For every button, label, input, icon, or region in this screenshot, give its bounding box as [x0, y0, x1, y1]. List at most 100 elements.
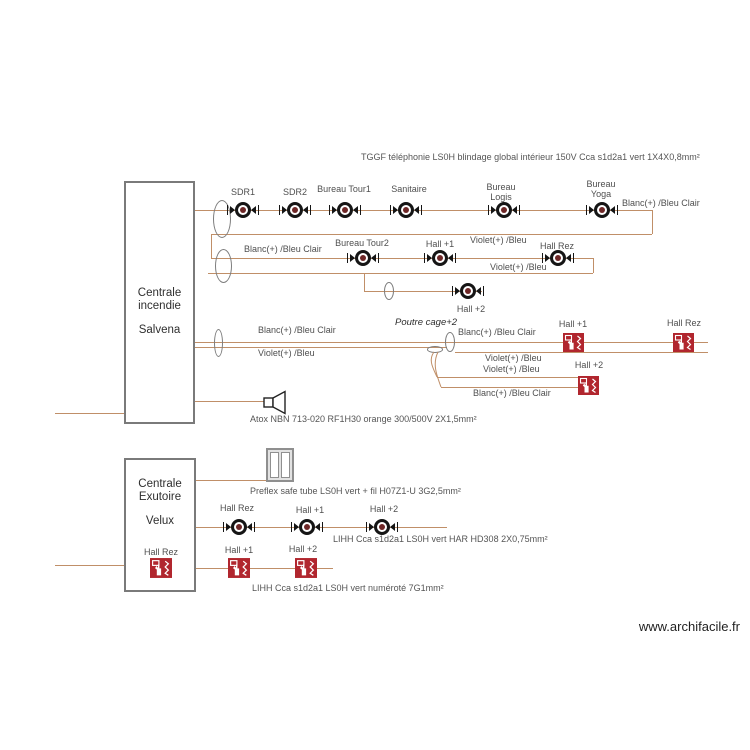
call-point-glyph: [150, 558, 172, 578]
loop2-corner-wire[interactable]: [593, 258, 594, 273]
callpoint-label: Hall +2: [288, 544, 318, 554]
smoke-detector-icon[interactable]: [227, 202, 259, 218]
detector-ring: [398, 202, 414, 218]
callpoint-wire-lower1[interactable]: [437, 377, 594, 378]
loop2-out-wire[interactable]: [211, 258, 593, 259]
detector-ring: [496, 202, 512, 218]
callpoint-label: Hall Rez: [666, 318, 702, 328]
detector-label: Hall +2: [456, 304, 486, 314]
fire-panel-name: Salvena: [138, 324, 181, 336]
cable-note-tggf: TGGF téléphonie LS0H blindage global int…: [361, 152, 700, 162]
callpoint-label: Hall Rez: [143, 547, 179, 557]
detector-label: Hall +2: [369, 504, 399, 514]
fire-panel-title: Centrale incendie: [137, 287, 182, 312]
manual-call-point-icon[interactable]: [578, 376, 599, 395]
archifacile-watermark: www.archifacile.fr: [638, 619, 740, 634]
detector-label: Bureau Tour2: [335, 238, 389, 248]
smoke-detector-icon[interactable]: [291, 519, 323, 535]
manual-call-point-icon[interactable]: [673, 333, 694, 352]
detector-terminal: [347, 250, 355, 266]
detector-terminal: [452, 283, 460, 299]
cable-note-lihh-callpoints: LIHH Cca s1d2a1 LS0H vert numéroté 7G1mm…: [252, 583, 444, 593]
smoke-detector-icon[interactable]: [586, 202, 618, 218]
detector-terminal: [488, 202, 496, 218]
detector-ring: [235, 202, 251, 218]
velux-callpoint-wire[interactable]: [196, 568, 333, 569]
detector-terminal: [366, 519, 374, 535]
loop2-return-wire[interactable]: [208, 273, 593, 274]
smoke-detector-icon[interactable]: [329, 202, 361, 218]
detector-terminal: [223, 519, 231, 535]
fire-panel-feed-wire[interactable]: [55, 413, 124, 414]
detector-terminal: [586, 202, 594, 218]
smoke-detector-icon[interactable]: [347, 250, 379, 266]
velux-window-icon[interactable]: [266, 448, 294, 482]
call-point-glyph: [295, 558, 317, 578]
detector-ring: [432, 250, 448, 266]
wire-label-violet: Violet(+) /Bleu: [470, 235, 527, 245]
call-point-glyph: [228, 558, 250, 578]
detector-label: SDR2: [282, 187, 308, 197]
detector-terminal: [329, 202, 337, 218]
smoke-detector-icon[interactable]: [390, 202, 422, 218]
detector-terminal: [371, 250, 379, 266]
detector-terminal: [390, 202, 398, 218]
vent-panel-feed-wire[interactable]: [55, 565, 124, 566]
detector-ring: [231, 519, 247, 535]
detector-label: Sanitaire: [391, 184, 427, 194]
wire-label-blanc: Blanc(+) /Bleu Clair: [244, 244, 322, 254]
detector-ring: [460, 283, 476, 299]
loop1-return-wire[interactable]: [211, 234, 652, 235]
detector-ring: [287, 202, 303, 218]
branch-drop-wire[interactable]: [364, 273, 365, 291]
detector-terminal: [227, 202, 235, 218]
callpoint-label: Hall +1: [224, 545, 254, 555]
smoke-detector-icon[interactable]: [366, 519, 398, 535]
cable-slack-loop: [215, 249, 232, 283]
manual-call-point-icon[interactable]: [295, 558, 317, 578]
loop1-out-wire[interactable]: [195, 210, 652, 211]
smoke-detector-icon[interactable]: [424, 250, 456, 266]
smoke-detector-icon[interactable]: [279, 202, 311, 218]
siren-speaker-icon[interactable]: [263, 390, 289, 420]
call-point-glyph: [673, 333, 694, 352]
fire-panel-box[interactable]: Centrale incendie Salvena: [124, 181, 195, 424]
callpoint-wire-mid[interactable]: [195, 347, 447, 348]
manual-call-point-icon[interactable]: [228, 558, 250, 578]
siren-wire[interactable]: [195, 401, 264, 402]
wire-label-blanc: Blanc(+) /Bleu Clair: [458, 327, 536, 337]
loop1-corner-wire[interactable]: [652, 210, 653, 234]
window-wire[interactable]: [196, 480, 266, 481]
cable-note-preflex: Preflex safe tube LS0H vert + fil H07Z1-…: [250, 486, 461, 496]
detector-ring: [355, 250, 371, 266]
detector-terminal: [448, 250, 456, 266]
callpoint-label: Hall +2: [574, 360, 604, 370]
smoke-detector-icon[interactable]: [542, 250, 574, 266]
detector-label: SDR1: [230, 187, 256, 197]
branch-wire[interactable]: [364, 291, 482, 292]
wire-label-violet: Violet(+) /Bleu: [485, 353, 542, 363]
speaker-glyph: [263, 390, 286, 415]
smoke-detector-icon[interactable]: [488, 202, 520, 218]
callpoint-wire-mid2[interactable]: [455, 352, 708, 353]
detector-label: Bureau Yoga: [586, 179, 616, 199]
smoke-detector-icon[interactable]: [452, 283, 484, 299]
detector-label: Hall Rez: [219, 503, 255, 513]
callpoint-wire-lower2[interactable]: [441, 387, 594, 388]
cable-note-lihh-detectors: LIHH Cca s1d2a1 LS0H vert HAR HD308 2X0,…: [333, 534, 548, 544]
loop1-step-wire[interactable]: [211, 234, 212, 258]
detector-terminal: [291, 519, 299, 535]
cable-slack-loop: [214, 329, 223, 357]
velux-detector-wire[interactable]: [196, 527, 447, 528]
detector-label: Hall +1: [425, 239, 455, 249]
manual-call-point-icon[interactable]: [150, 558, 172, 578]
wire-label-violet: Violet(+) /Bleu: [490, 262, 547, 272]
manual-call-point-icon[interactable]: [563, 333, 584, 352]
cable-slack-loop: [427, 346, 443, 353]
smoke-detector-icon[interactable]: [223, 519, 255, 535]
detector-terminal: [247, 519, 255, 535]
detector-terminal: [353, 202, 361, 218]
detector-terminal: [251, 202, 259, 218]
detector-terminal: [279, 202, 287, 218]
